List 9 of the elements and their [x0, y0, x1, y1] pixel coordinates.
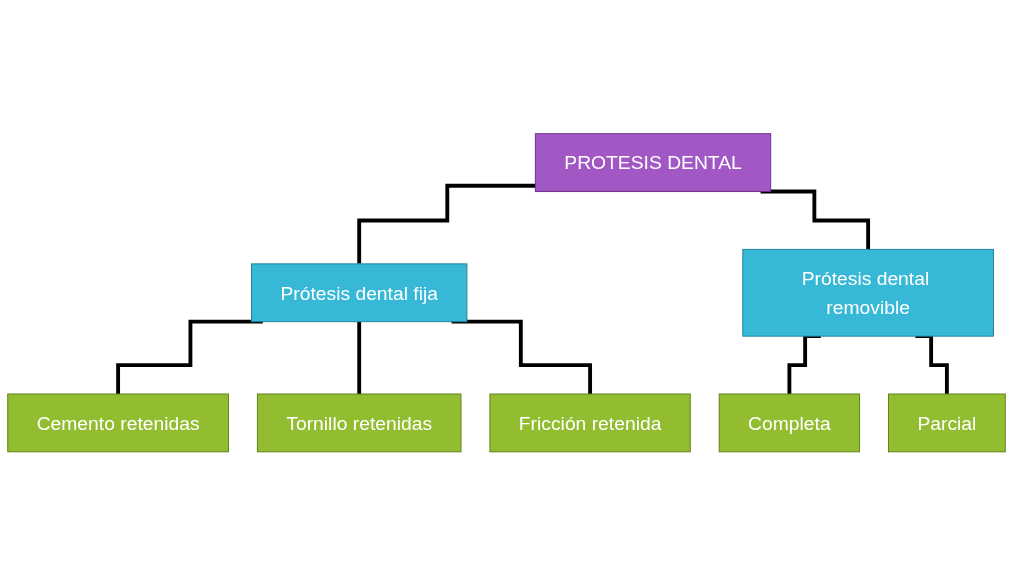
node-box: Cemento retenidas — [7, 393, 229, 453]
connector — [357, 184, 536, 266]
node-box: Parcial — [888, 393, 1006, 453]
node-box: Prótesis dental fija — [251, 263, 468, 323]
node-box: Completa — [718, 393, 861, 453]
node-box: PROTESIS DENTAL — [534, 133, 772, 193]
node-box: Prótesis dental removible — [742, 249, 994, 337]
node-box: Fricción retenida — [489, 393, 691, 453]
node-box: Tornillo retenidas — [256, 393, 462, 453]
